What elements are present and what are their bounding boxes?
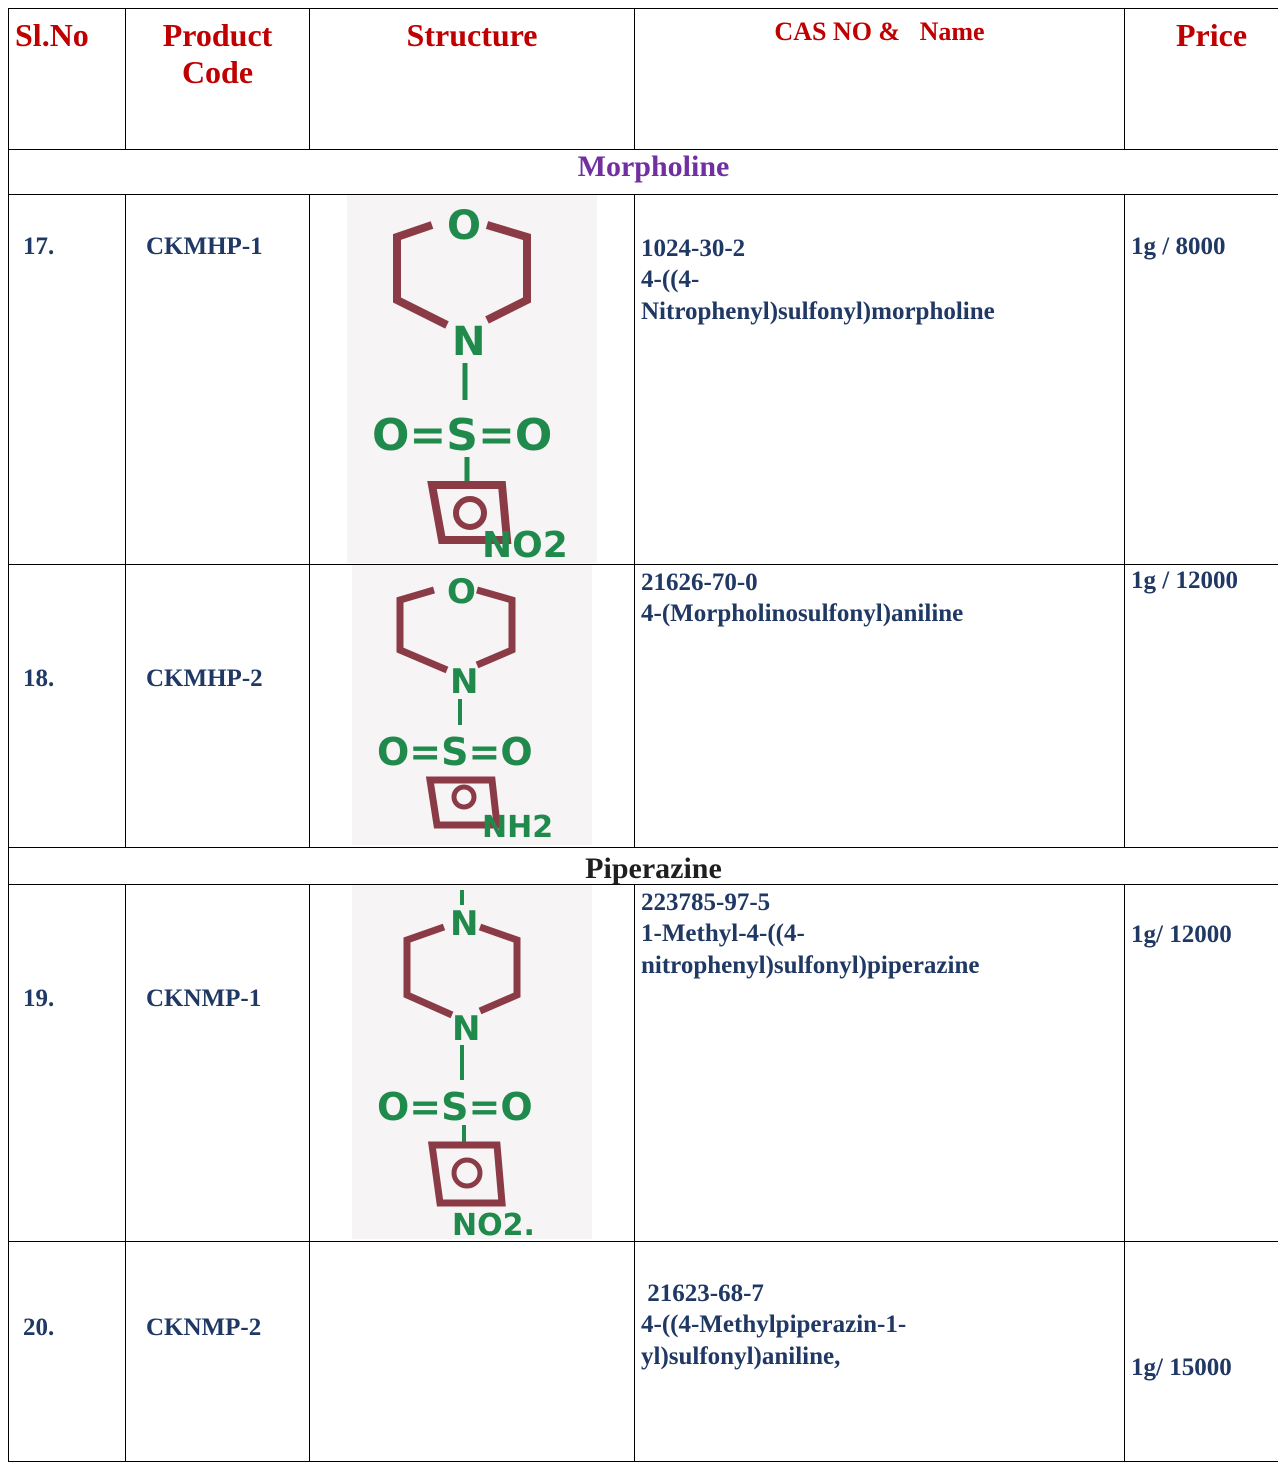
- structure-top-atom: N: [450, 904, 478, 944]
- section-piperazine: Piperazine: [8, 847, 1278, 885]
- row-product-code: CKNMP-2: [125, 1241, 310, 1462]
- section-title: Morpholine: [8, 149, 1278, 195]
- row-sl-no: 18.: [8, 564, 126, 848]
- cas-number: 21626-70-0: [641, 569, 758, 596]
- header-product: Product: [162, 17, 273, 53]
- structure-link-atom: N: [452, 1009, 480, 1049]
- header-price: Price: [1124, 8, 1278, 150]
- row-product-code: CKNMP-1: [125, 884, 310, 1242]
- row-sl-no: 19.: [8, 884, 126, 1242]
- header-product-code: Product Code: [125, 8, 310, 150]
- cas-number: 223785-97-5: [641, 889, 771, 916]
- chemical-name-line: 1-Methyl-4-((4-: [641, 920, 805, 948]
- chemical-name-line: yl)sulfonyl)aniline,: [641, 1342, 841, 1370]
- structure-link-atom: N: [452, 319, 485, 365]
- row-structure: N N O=S=O NO2.: [309, 884, 635, 1242]
- structure-top-atom: O: [447, 203, 481, 249]
- structure-substituent: NO2: [482, 525, 568, 563]
- structure-drawing: O N O=S=O NO2: [347, 195, 597, 563]
- structure-drawing: N N O=S=O NO2.: [352, 885, 592, 1239]
- row-structure: [309, 1241, 635, 1462]
- row-price: 1g/ 15000: [1124, 1241, 1278, 1462]
- header-structure: Structure: [309, 8, 635, 150]
- structure-sulfonyl: O=S=O: [377, 1085, 533, 1129]
- structure-substituent: NO2.: [452, 1208, 535, 1239]
- cas-number: 1024-30-2: [641, 235, 746, 262]
- cas-number: 21623-68-7: [641, 1280, 764, 1307]
- header-sl-no: Sl.No: [8, 8, 126, 150]
- structure-sulfonyl: O=S=O: [372, 410, 552, 461]
- row-structure: O N O=S=O NH2: [309, 564, 635, 848]
- chemical-name-line: 4-(Morpholinosulfonyl)aniline: [641, 600, 964, 628]
- table-row: 20. CKNMP-2 21623-68-7 4-((4-Methylpiper…: [8, 1241, 1278, 1462]
- header-row: Sl.No Product Code Structure CAS NO & Na…: [8, 8, 1278, 150]
- row-price: 1g/ 12000: [1124, 884, 1278, 1242]
- row-product-code: CKMHP-2: [125, 564, 310, 848]
- structure-drawing: O N O=S=O NH2: [352, 565, 592, 845]
- row-structure: O N O=S=O NO2: [309, 194, 635, 565]
- row-price: 1g / 12000: [1124, 564, 1278, 848]
- row-cas-name: 1024-30-2 4-((4- Nitrophenyl)sulfonyl)mo…: [634, 194, 1125, 565]
- row-cas-name: 21626-70-0 4-(Morpholinosulfonyl)aniline: [634, 564, 1125, 848]
- product-table: Sl.No Product Code Structure CAS NO & Na…: [8, 8, 1278, 1462]
- section-morpholine: Morpholine: [8, 149, 1278, 195]
- structure-sulfonyl: O=S=O: [377, 730, 533, 774]
- row-sl-no: 17.: [8, 194, 126, 565]
- chemical-name-line: 4-((4-Methylpiperazin-1-: [641, 1311, 907, 1339]
- structure-link-atom: N: [450, 662, 478, 702]
- row-sl-no: 20.: [8, 1241, 126, 1462]
- structure-top-atom: O: [447, 572, 476, 612]
- structure-substituent: NH2: [482, 810, 553, 845]
- chemical-name-line: nitrophenyl)sulfonyl)piperazine: [641, 951, 980, 979]
- table-row: 18. CKMHP-2 O N O=S=O NH2 21626-70-0 4-(…: [8, 564, 1278, 848]
- table-row: 17. CKMHP-1 O N O=S=O NO2 1024-30-2 4-((…: [8, 194, 1278, 565]
- chemical-name-line: 4-((4-: [641, 266, 700, 294]
- row-cas-name: 21623-68-7 4-((4-Methylpiperazin-1- yl)s…: [634, 1241, 1125, 1462]
- table-row: 19. CKNMP-1 N N O=S=O NO2. 223785-97-5 1…: [8, 884, 1278, 1242]
- row-price: 1g / 8000: [1124, 194, 1278, 565]
- header-code: Code: [181, 53, 254, 90]
- chemical-name-line: Nitrophenyl)sulfonyl)morpholine: [641, 297, 995, 325]
- row-cas-name: 223785-97-5 1-Methyl-4-((4- nitrophenyl)…: [634, 884, 1125, 1242]
- section-title: Piperazine: [8, 847, 1278, 885]
- header-cas-name: CAS NO & Name: [634, 8, 1125, 150]
- row-product-code: CKMHP-1: [125, 194, 310, 565]
